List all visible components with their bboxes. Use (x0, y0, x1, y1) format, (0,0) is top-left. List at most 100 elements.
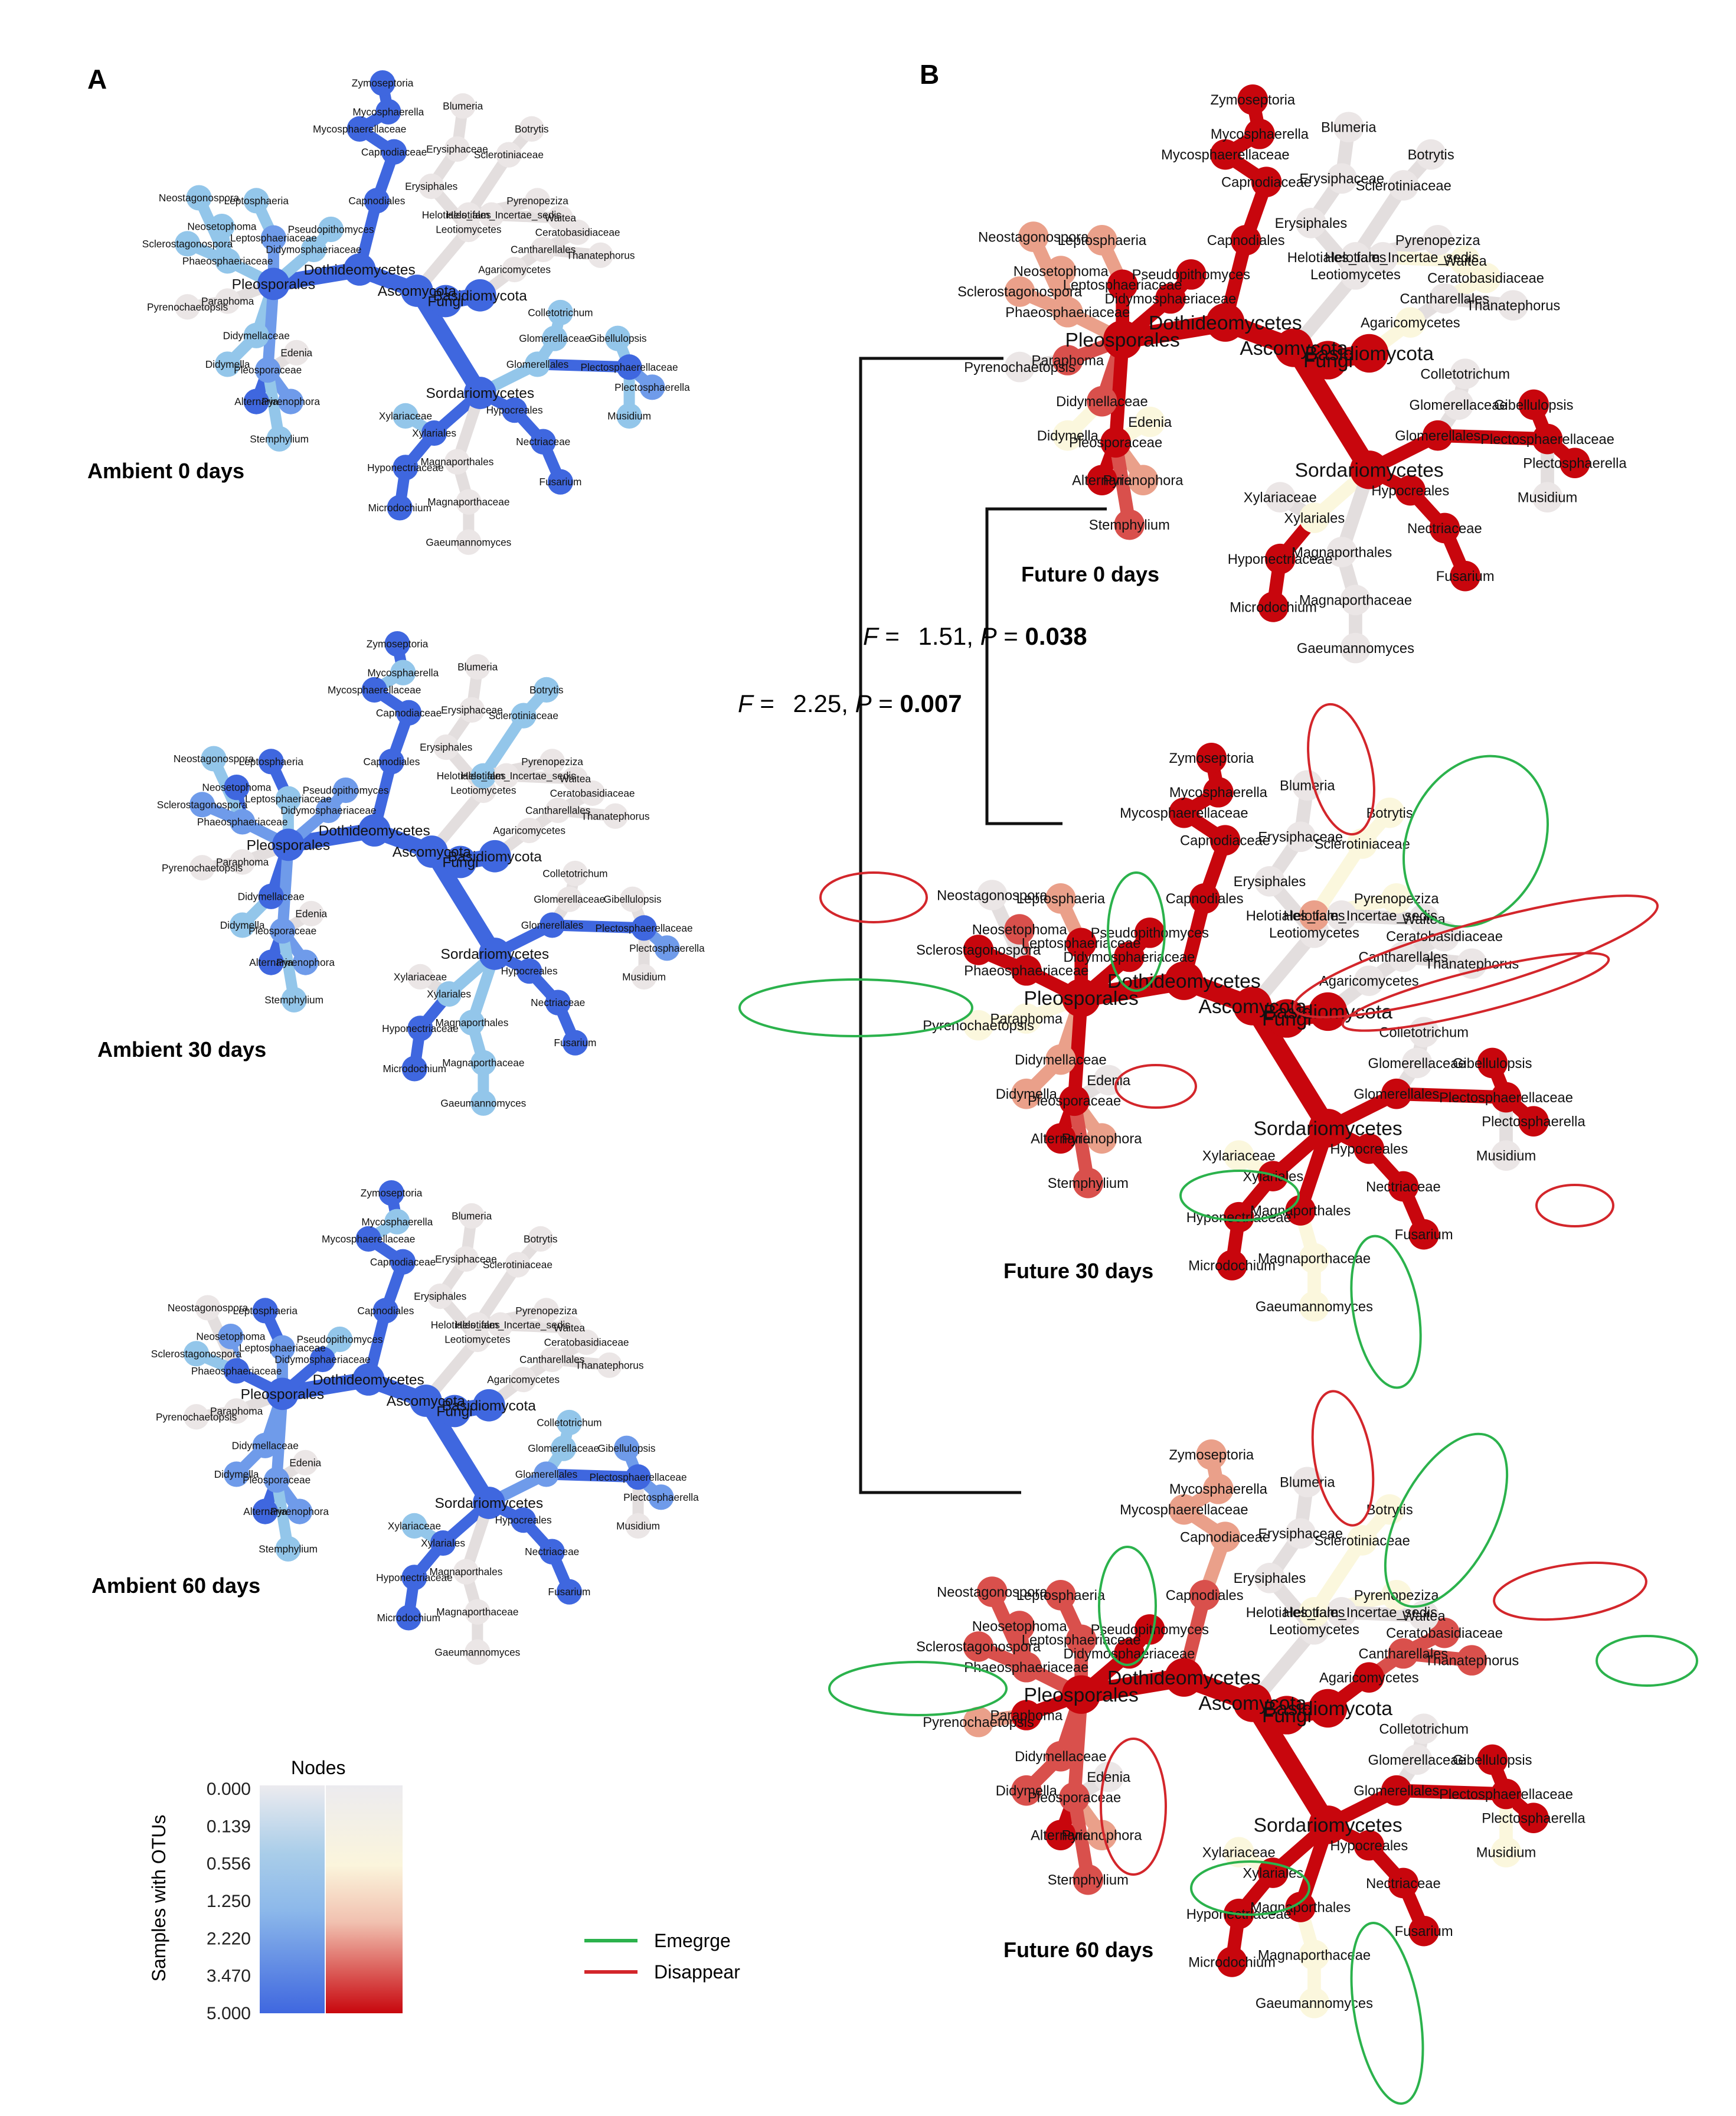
taxon-label: Dothideomycetes (313, 1372, 424, 1388)
taxon-label: Neosetophoma (1014, 264, 1109, 279)
tree-title: Future 0 days (1021, 562, 1159, 586)
taxon-label: Agaricomycetes (1319, 1670, 1419, 1686)
taxon-label: Erysiphales (420, 742, 473, 753)
taxon-label: Neosetophoma (187, 221, 256, 233)
taxon-label: Sordariomycetes (441, 946, 550, 962)
tree-edge (541, 1468, 644, 1483)
tree-node (539, 1346, 565, 1373)
tree-node (1388, 1171, 1419, 1202)
taxon-label: Sclerostagonospora (142, 238, 233, 250)
tree-node (502, 397, 528, 423)
tree-node (1004, 351, 1035, 383)
taxon-label: Mycosphaerella (361, 1216, 433, 1227)
taxon-label: Pyrenopeziza (515, 1305, 577, 1317)
tree-node (1340, 632, 1371, 664)
tree-node (189, 792, 215, 818)
taxon-label: Leptosphaeriaceae (1063, 278, 1182, 293)
taxon-label: Xylariaceae (388, 1520, 441, 1532)
taxon-label: Fungi (1262, 1008, 1312, 1030)
tree-node (224, 1398, 250, 1424)
taxon-label: Didymellaceae (1056, 394, 1148, 410)
taxon-label: Ceratobasidiaceae (1386, 1626, 1503, 1641)
tree-node (1087, 225, 1117, 256)
legend-tick-label: 2.220 (207, 1929, 251, 1948)
tree-node (1443, 389, 1474, 420)
tree-node (433, 734, 459, 760)
taxon-label: Capnodiales (357, 1305, 414, 1317)
tree-node (1018, 221, 1049, 252)
tree-node (184, 1404, 210, 1430)
tree-node (1408, 1713, 1439, 1745)
taxonomy-tree-ambient60: FungiAscomycotaBasidiomycotaDothideomyce… (91, 1180, 699, 1665)
tree-node (421, 420, 447, 446)
tree-node (1408, 1915, 1439, 1947)
taxon-label: Phaeosphaeriaceae (182, 255, 273, 267)
tree-node (1285, 1892, 1316, 1922)
taxon-label: Didymella (205, 358, 250, 370)
tree-node (488, 1312, 514, 1338)
tree-node (1470, 262, 1501, 293)
tree-node (1326, 1597, 1357, 1628)
taxon-label: Hyponectriaceae (1228, 552, 1333, 567)
taxon-label: Mycosphaerella (367, 667, 439, 678)
taxon-label: Leotiomycetes (444, 1334, 511, 1346)
tree-node (1254, 1563, 1285, 1593)
taxon-label: Nectriaceae (516, 436, 570, 448)
tree-node (1169, 1494, 1199, 1525)
tree-node (1401, 1047, 1433, 1079)
tree-node (283, 339, 309, 366)
tree-node (1349, 334, 1389, 373)
taxon-label: Sclerotiniaceae (483, 1259, 552, 1271)
tree-node (252, 1298, 278, 1324)
taxon-label: Erysiphaceae (426, 143, 488, 155)
tree-node (616, 403, 642, 429)
tree-node (407, 1015, 433, 1041)
taxon-label: Neosetophoma (202, 782, 271, 794)
taxon-label: Blumeria (452, 1210, 492, 1222)
legend-tick-label: 0.139 (207, 1817, 251, 1836)
taxon-label: Cantharellales (525, 805, 591, 817)
tree-node (654, 935, 680, 961)
taxon-label: Sclerostagonospora (957, 285, 1083, 300)
taxon-label: Didymosphaeriaceae (274, 1354, 370, 1366)
taxon-label: Colletotrichum (542, 867, 607, 879)
taxon-label: Neosetophoma (196, 1331, 265, 1343)
taxon-label: Ceratobasidiaceae (550, 787, 635, 799)
taxon-label: Neostagonospora (174, 753, 254, 765)
taxon-label: Paraphoma (216, 856, 269, 868)
tree-node (625, 1513, 651, 1539)
taxon-label: Sclerotiniaceae (489, 710, 558, 721)
tree-node (224, 775, 250, 801)
taxon-label: Pleosporales (1065, 329, 1180, 351)
tree-node (387, 495, 413, 521)
tree-node (1429, 1617, 1460, 1648)
taxon-label: Zymoseptoria (1169, 751, 1254, 766)
tree-node (275, 786, 301, 812)
taxon-label: Leptosphaeria (1016, 1588, 1106, 1604)
taxon-label: Hypocreales (495, 1514, 552, 1526)
tree-node (562, 1030, 589, 1056)
taxon-label: Magnaporthales (436, 1017, 509, 1028)
tree-node (186, 185, 212, 211)
tree-node (1093, 1761, 1124, 1792)
tree-node (201, 746, 227, 772)
taxon-label: Didymellaceae (223, 329, 290, 341)
tree-node (1299, 900, 1330, 931)
taxon-label: Pyrenochaetopsis (964, 360, 1075, 375)
taxon-label: Plectosphaerella (614, 381, 690, 393)
disappear-ellipse (819, 871, 928, 923)
tree-node (1062, 978, 1101, 1017)
tree-node (564, 219, 591, 245)
tree-node (1086, 1123, 1117, 1154)
tree-node (963, 1706, 994, 1738)
taxon-label: Sclerotiniaceae (1356, 178, 1451, 194)
taxon-label: Didymosphaeriaceae (280, 805, 376, 817)
taxon-label: Magnaporthaceae (1258, 1252, 1371, 1267)
taxon-label: Zymoseptoria (361, 1187, 423, 1199)
taxon-label: Fungi (427, 294, 463, 310)
tree-node (218, 1324, 244, 1350)
tree-node (465, 1312, 491, 1338)
taxon-label: Leptosphaeria (224, 195, 289, 207)
disappear-ellipse (1535, 1184, 1614, 1227)
legend-blue-gradient (260, 1785, 325, 2013)
